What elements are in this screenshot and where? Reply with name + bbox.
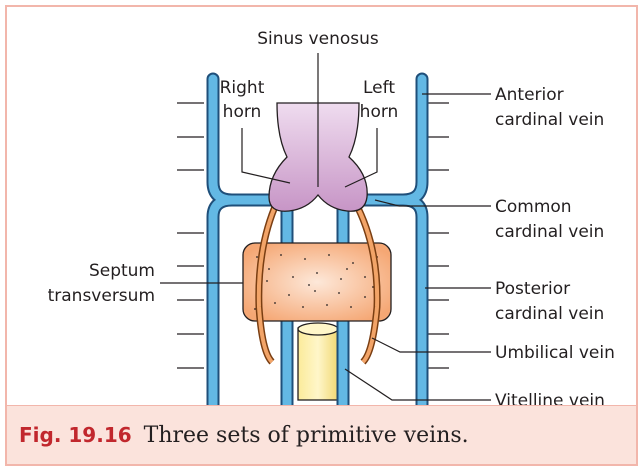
vitelline-duct-top	[298, 323, 338, 335]
primitive-veins-diagram: Sinus venosus Right horn Left horn Anter…	[7, 7, 640, 468]
label-sinus-venosus: Sinus venosus	[257, 29, 379, 49]
label-anterior-cardinal-line1: Anterior	[495, 85, 564, 105]
figure-frame: Sinus venosus Right horn Left horn Anter…	[5, 5, 638, 466]
figure-caption: Fig. 19.16 Three sets of primitive veins…	[7, 405, 636, 464]
label-umbilical-vein: Umbilical vein	[495, 343, 615, 363]
label-right-horn-line2: horn	[223, 102, 262, 122]
label-right-horn-line1: Right	[220, 78, 265, 98]
figure-number: Fig. 19.16	[19, 423, 132, 447]
label-posterior-cardinal-line1: Posterior	[495, 279, 570, 299]
label-common-cardinal-line1: Common	[495, 197, 572, 217]
figure-caption-text: Three sets of primitive veins.	[144, 423, 469, 448]
label-posterior-cardinal-line2: cardinal vein	[495, 304, 604, 324]
vitelline-duct-shape	[298, 328, 338, 400]
left-tick-marks	[177, 103, 204, 368]
label-septum-line2: transversum	[48, 286, 155, 306]
label-anterior-cardinal-line2: cardinal vein	[495, 110, 604, 130]
label-common-cardinal-line2: cardinal vein	[495, 222, 604, 242]
label-left-horn-line1: Left	[363, 78, 395, 98]
label-septum-line1: Septum	[89, 261, 155, 281]
label-left-horn-line2: horn	[360, 102, 399, 122]
